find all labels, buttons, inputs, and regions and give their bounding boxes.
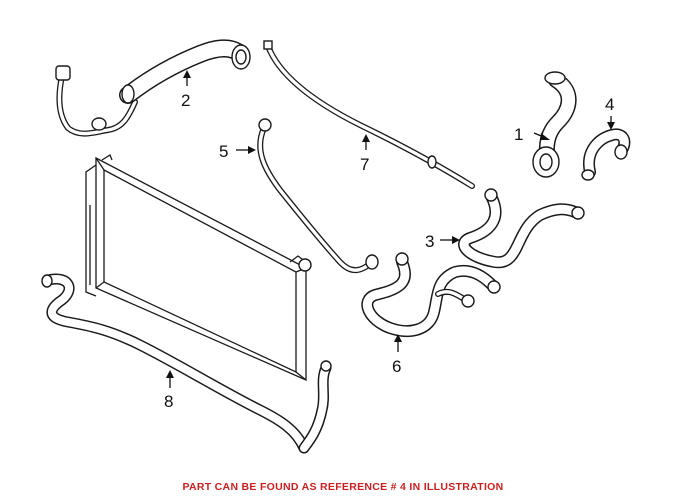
hose-part-7 (263, 40, 475, 189)
callout-1: 1 (514, 125, 523, 144)
callout-8: 8 (164, 392, 173, 411)
hose-part-3 (458, 188, 585, 269)
hose-part-1 (532, 71, 577, 178)
hose-part-4 (581, 128, 631, 181)
hose-part-6 (361, 252, 501, 337)
callout-2: 2 (181, 91, 190, 110)
hose-part-2 (55, 39, 251, 137)
hose-part-8 (41, 273, 332, 454)
callout-6: 6 (392, 357, 401, 376)
hose-part-5 (257, 118, 379, 274)
callout-3: 3 (425, 232, 434, 251)
radiator (85, 154, 312, 381)
callout-leaders (166, 70, 615, 388)
reference-note: PART CAN BE FOUND AS REFERENCE # 4 IN IL… (182, 481, 504, 493)
callout-5: 5 (219, 142, 228, 161)
callout-4: 4 (605, 95, 614, 114)
callout-7: 7 (360, 155, 369, 174)
